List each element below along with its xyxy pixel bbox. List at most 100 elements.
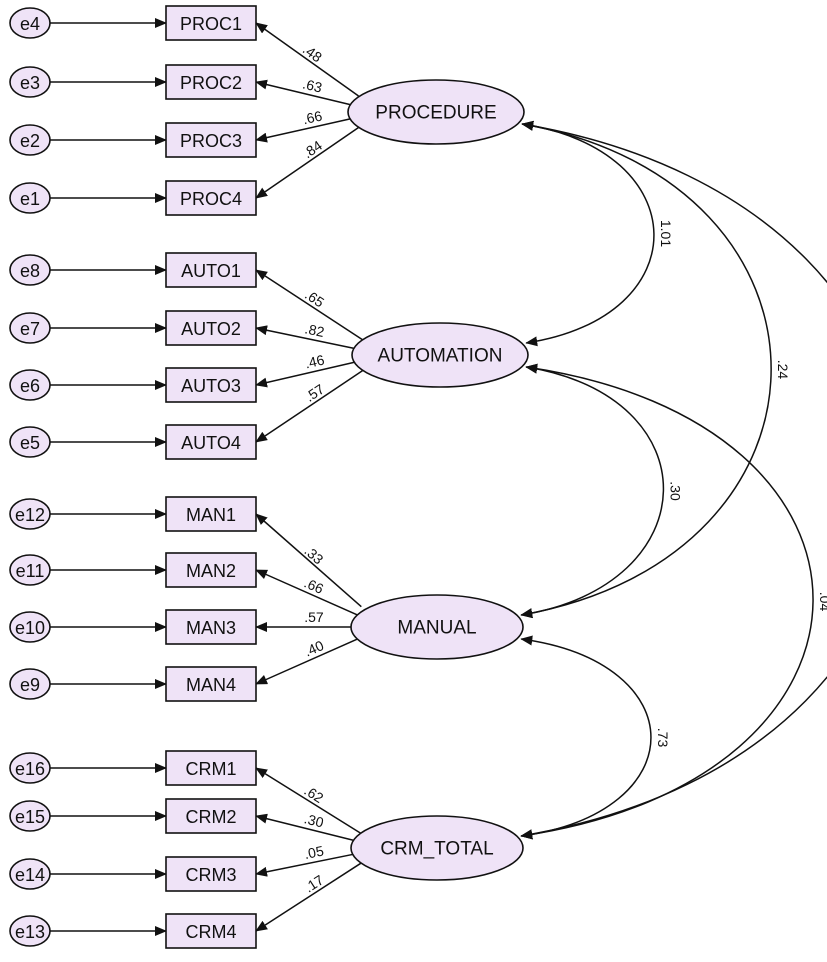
loading-label-man4: .40	[302, 637, 326, 660]
loading-label-proc2: .63	[301, 75, 324, 95]
edges-layer	[50, 18, 827, 936]
indicator-label-proc1: PROC1	[180, 14, 242, 34]
error-node-e14	[9, 858, 51, 890]
covariance-path-procedure-manual	[520, 121, 772, 618]
error-label-e7: e7	[20, 319, 40, 339]
indicator-label-auto1: AUTO1	[181, 261, 241, 281]
covariance-label-procedure-manual: .24	[775, 360, 791, 380]
loading-path-auto4	[255, 370, 363, 443]
indicator-box-crm1	[165, 750, 257, 786]
error-node-e4	[9, 7, 51, 39]
error-label-e16: e16	[15, 759, 45, 779]
error-node-e9	[9, 668, 51, 700]
error-node-e7	[9, 312, 51, 344]
indicator-box-man2	[165, 552, 257, 588]
indicator-label-crm3: CRM3	[185, 865, 236, 885]
indicator-box-crm3	[165, 856, 257, 892]
loading-label-crm2: .30	[303, 810, 326, 830]
indicator-box-proc1	[165, 5, 257, 41]
error-label-e3: e3	[20, 73, 40, 93]
indicator-box-auto2	[165, 310, 257, 346]
error-node-e10	[9, 611, 51, 643]
indicator-box-crm2	[165, 798, 257, 834]
covariance-path-procedure-crm-total	[520, 120, 827, 840]
loading-path-auto2	[255, 325, 363, 351]
indicator-label-crm4: CRM4	[185, 922, 236, 942]
indicator-label-man4: MAN4	[186, 675, 236, 695]
latent-label-procedure: PROCEDURE	[375, 103, 496, 124]
indicator-label-man2: MAN2	[186, 561, 236, 581]
loading-path-auto3	[255, 359, 363, 388]
error-node-e5	[9, 426, 51, 458]
indicator-label-crm1: CRM1	[185, 759, 236, 779]
error-label-e13: e13	[15, 922, 45, 942]
loading-label-crm4: .17	[301, 871, 326, 895]
loading-label-proc3: .66	[301, 107, 324, 127]
indicator-label-auto4: AUTO4	[181, 433, 241, 453]
error-node-e3	[9, 66, 51, 98]
indicator-label-auto3: AUTO3	[181, 376, 241, 396]
error-label-e9: e9	[20, 675, 40, 695]
indicator-box-man4	[165, 666, 257, 702]
indicator-box-man1	[165, 496, 257, 532]
error-label-e4: e4	[20, 14, 40, 34]
latent-node-manual	[350, 594, 524, 660]
error-node-e15	[9, 800, 51, 832]
error-label-e10: e10	[15, 618, 45, 638]
latent-node-crm-total	[350, 815, 524, 881]
latent-label-crm-total: CRM_TOTAL	[380, 839, 493, 860]
error-node-e11	[9, 554, 51, 586]
error-node-e1	[9, 182, 51, 214]
latent-node-procedure	[347, 79, 525, 145]
loading-path-man2	[255, 569, 362, 618]
covariance-label-automation-manual: .30	[667, 481, 683, 501]
error-label-e15: e15	[15, 807, 45, 827]
indicator-label-proc4: PROC4	[180, 189, 242, 209]
loading-label-proc1: .48	[300, 41, 325, 65]
covariance-label-manual-crm-total: .73	[655, 728, 671, 748]
error-node-e12	[9, 498, 51, 530]
latent-node-automation	[351, 322, 529, 388]
error-node-e2	[9, 124, 51, 156]
error-label-e11: e11	[16, 561, 45, 581]
error-label-e12: e12	[15, 505, 45, 525]
error-node-e13	[9, 915, 51, 947]
loading-path-proc4	[255, 126, 359, 199]
loading-label-proc4: .84	[300, 137, 325, 161]
loading-label-auto4: .57	[302, 381, 327, 405]
loading-label-man3: .57	[304, 609, 324, 625]
indicator-label-crm2: CRM2	[185, 807, 236, 827]
indicator-box-proc4	[165, 180, 257, 216]
covariance-path-manual-crm-total	[520, 635, 652, 840]
loading-path-proc2	[255, 79, 359, 108]
indicator-label-proc3: PROC3	[180, 131, 242, 151]
error-label-e14: e14	[15, 865, 45, 885]
loading-path-crm1	[255, 767, 362, 835]
loading-label-crm3: .05	[303, 842, 325, 862]
loading-label-man1: .33	[301, 543, 326, 568]
loading-label-auto2: .82	[303, 320, 326, 340]
error-node-e6	[9, 369, 51, 401]
error-label-e2: e2	[20, 131, 40, 151]
nodes-layer	[9, 5, 529, 949]
error-label-e1: e1	[20, 189, 40, 209]
covariance-label-automation-crm-total: .04	[817, 592, 827, 612]
indicator-label-auto2: AUTO2	[181, 319, 241, 339]
loading-path-proc3	[255, 116, 359, 143]
latent-label-manual: MANUAL	[397, 618, 476, 639]
covariance-path-automation-crm-total	[520, 363, 814, 840]
indicator-box-auto4	[165, 424, 257, 460]
covariance-label-procedure-automation: 1.01	[658, 220, 674, 247]
error-node-e16	[9, 752, 51, 784]
loading-path-crm3	[255, 851, 362, 877]
indicator-label-man3: MAN3	[186, 618, 236, 638]
loading-path-man4	[255, 636, 362, 685]
latent-label-automation: AUTOMATION	[378, 346, 503, 367]
loading-path-crm2	[255, 813, 362, 843]
indicator-box-proc2	[165, 64, 257, 100]
error-node-e8	[9, 254, 51, 286]
loading-label-auto3: .46	[303, 351, 326, 371]
error-label-e5: e5	[20, 433, 40, 453]
loading-path-auto1	[255, 269, 363, 341]
